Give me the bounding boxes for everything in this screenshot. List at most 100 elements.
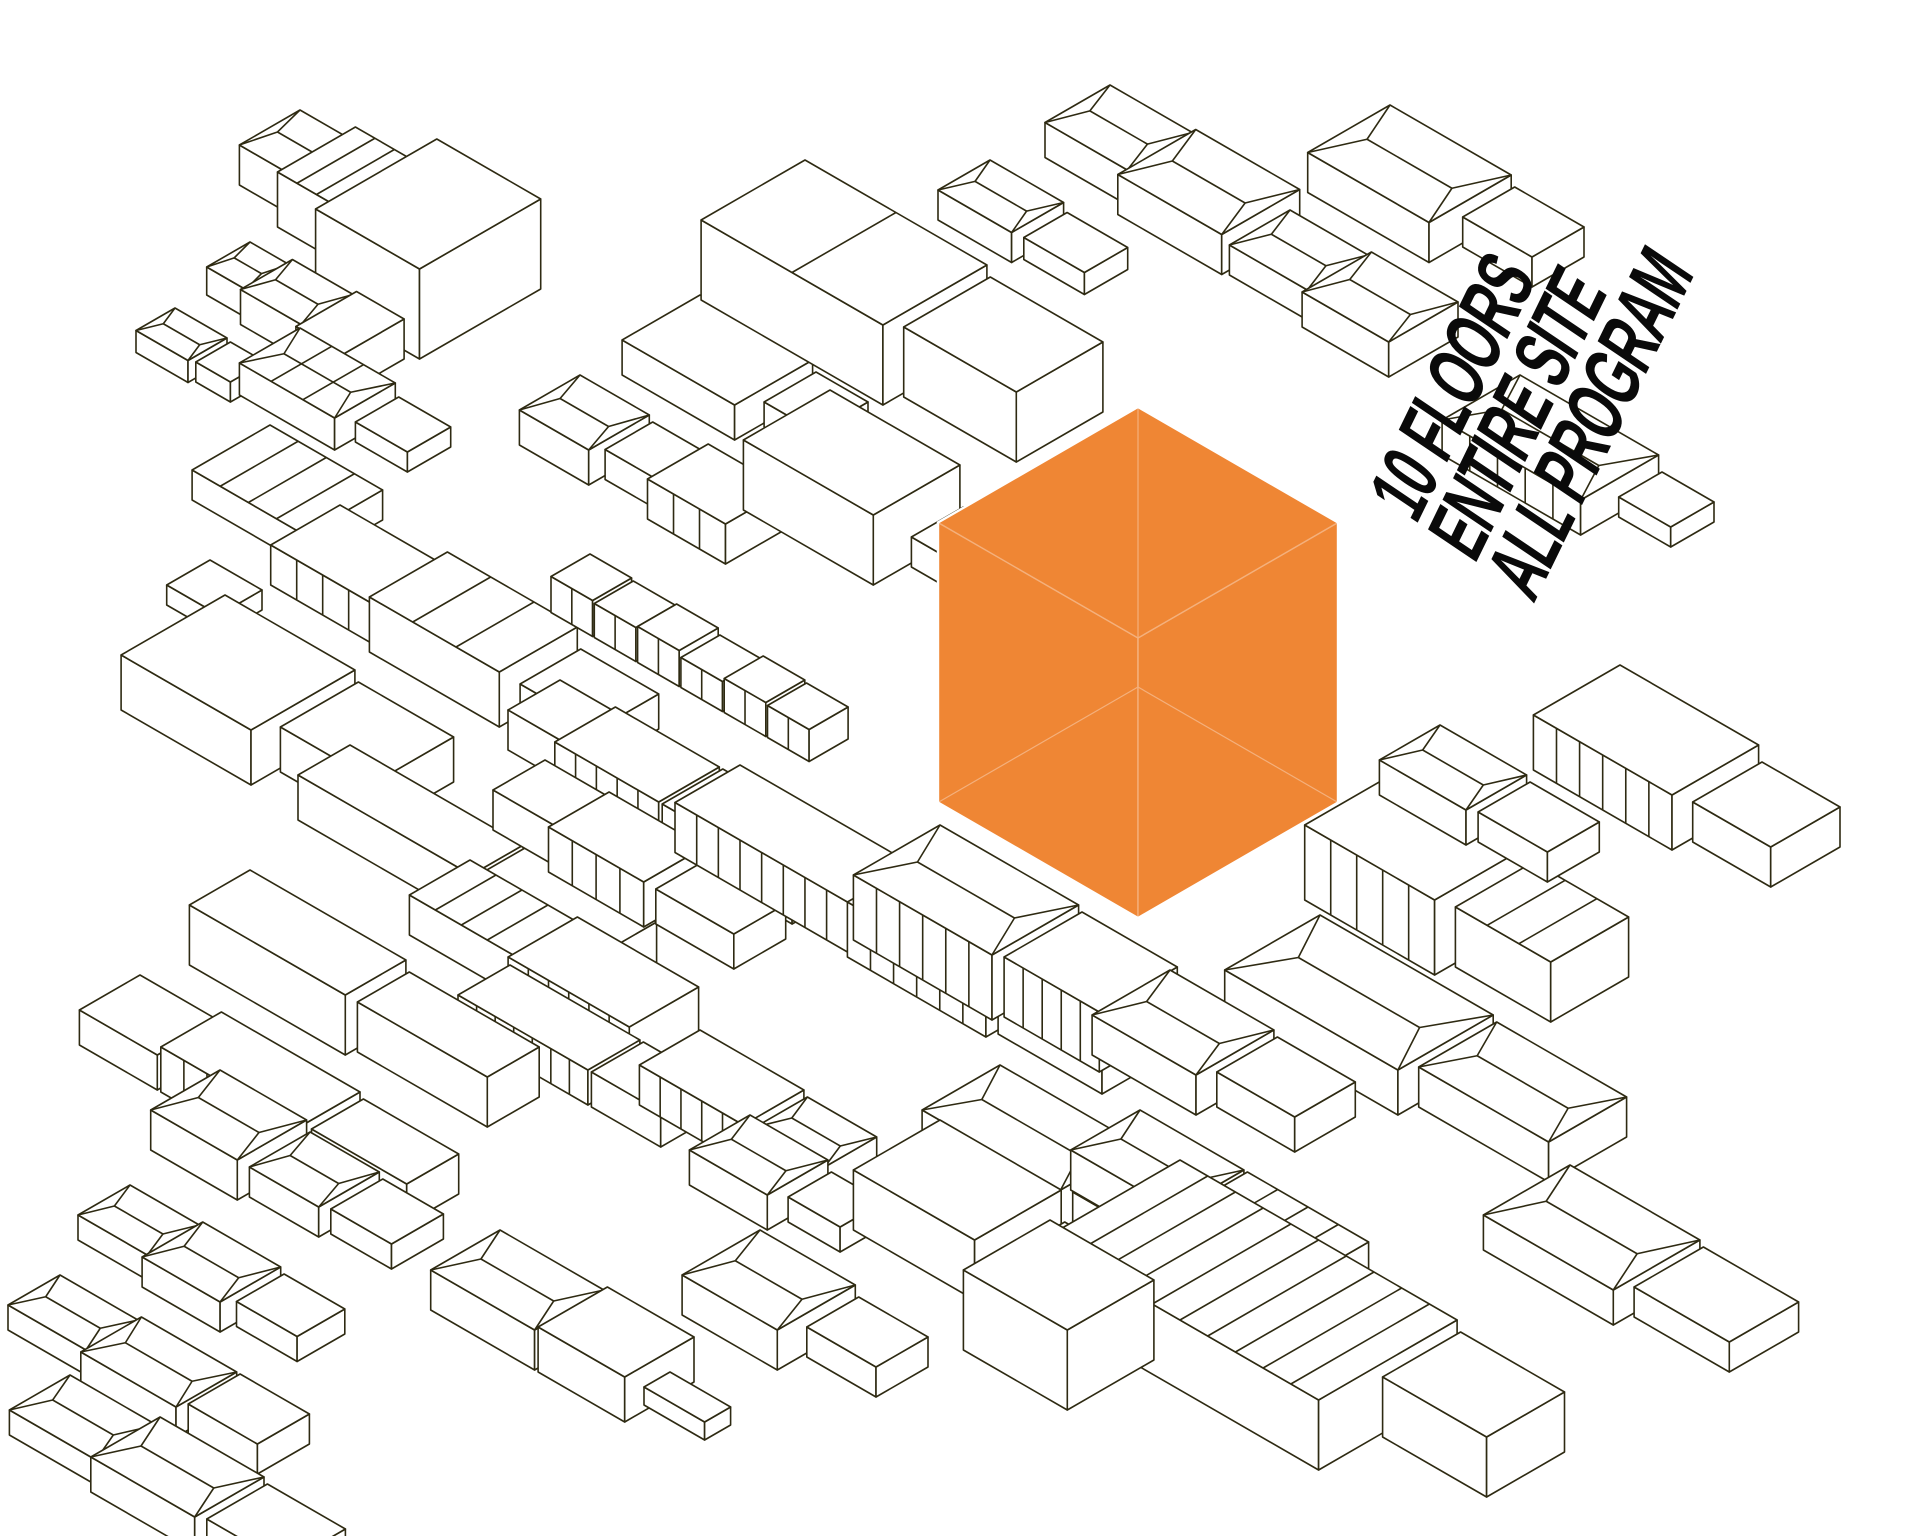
building-roof <box>314 138 542 270</box>
roof-ridge <box>233 257 262 275</box>
roof-seam <box>219 440 299 487</box>
building-roof <box>206 1483 347 1536</box>
context-building <box>766 682 849 763</box>
roof-hip <box>146 1233 164 1256</box>
building-roof <box>1477 781 1601 853</box>
context-building <box>1454 861 1630 1023</box>
roof-hip <box>135 322 164 332</box>
roof-hip <box>1547 1107 1569 1143</box>
roof-ridge <box>1545 1200 1638 1255</box>
roof-hip <box>191 1371 237 1383</box>
roof-hip <box>318 1182 340 1208</box>
roof-hip <box>238 1266 281 1279</box>
roof-hip <box>1195 1043 1221 1076</box>
roof-hip <box>1026 201 1064 212</box>
building-roof <box>187 1373 311 1445</box>
roof-hip <box>588 425 610 451</box>
context-building <box>1441 374 1660 536</box>
building-roof <box>1617 471 1715 528</box>
roof-hip <box>276 109 301 133</box>
building-roof <box>457 964 641 1071</box>
roof-hip <box>1545 1164 1571 1202</box>
roof-seam <box>247 456 327 504</box>
roof-ridge <box>1297 956 1420 1029</box>
roof-hip <box>236 1132 260 1161</box>
roof-seam <box>296 137 376 184</box>
roof-ridge <box>1146 1000 1220 1045</box>
roof-ridge <box>1422 749 1484 786</box>
building-roof <box>852 1119 1062 1241</box>
context-building <box>688 1114 829 1231</box>
roof-ridge <box>1476 1055 1569 1109</box>
roof-hip <box>1451 174 1512 190</box>
roof-hip <box>1501 374 1521 410</box>
roof-hip <box>140 1416 161 1447</box>
roof-hip <box>162 1224 200 1235</box>
roof-hip <box>338 1171 380 1185</box>
roof-hip <box>1229 233 1272 246</box>
roof-hip <box>1244 188 1300 204</box>
context-building <box>1461 186 1585 288</box>
roof-seam <box>412 576 492 623</box>
roof-hip <box>559 374 581 400</box>
roof-hip <box>85 1327 101 1351</box>
roof-hip <box>519 397 561 411</box>
massing-inner-edge <box>937 686 1139 804</box>
building-roof <box>1461 186 1585 258</box>
building-roof <box>537 1286 695 1378</box>
roof-hip <box>1366 104 1391 140</box>
roof-seam <box>316 148 395 196</box>
roof-ridge <box>480 1258 555 1302</box>
building-roof <box>636 603 720 652</box>
roof-hip <box>981 1064 1001 1100</box>
roof-ridge <box>974 180 1027 212</box>
roof-seam <box>791 211 897 274</box>
roof-hip <box>113 1184 131 1207</box>
roof-hip <box>350 382 396 394</box>
roof-hip <box>853 861 918 876</box>
roof-ridge <box>162 323 201 346</box>
context-buildings <box>7 84 1841 1536</box>
roof-hip <box>689 1138 732 1151</box>
roof-hip <box>197 1069 221 1098</box>
roof-ridge <box>114 1205 164 1235</box>
building-roof <box>643 1371 732 1423</box>
roof-hip <box>1089 84 1111 112</box>
context-building <box>235 1273 346 1363</box>
roof-ridge <box>140 1445 215 1489</box>
roof-hip <box>1120 1109 1141 1140</box>
roof-hip <box>1091 1000 1147 1016</box>
roof-seam <box>1262 1287 1403 1369</box>
roof-hip <box>150 1096 199 1111</box>
context-building <box>1381 1331 1566 1498</box>
context-building <box>805 1296 929 1398</box>
roof-hip <box>124 1316 143 1344</box>
roof-hip <box>274 258 294 281</box>
roof-seam <box>460 889 523 926</box>
roof-hip <box>734 1229 761 1262</box>
roof-ridge <box>197 1096 260 1134</box>
roof-hip <box>90 1445 142 1458</box>
context-building <box>1022 211 1129 296</box>
roof-hip <box>1418 1054 1478 1068</box>
roof-hip <box>840 1136 877 1147</box>
roof-hip <box>233 241 251 259</box>
building-roof <box>766 682 849 731</box>
roof-ridge <box>559 397 609 428</box>
roof-hip <box>1476 1021 1498 1057</box>
roof-hip <box>1419 1014 1494 1029</box>
roof-hip <box>1483 1200 1547 1216</box>
roof-ridge <box>277 131 315 154</box>
massing-outline <box>936 405 1340 920</box>
building-roof <box>188 869 407 996</box>
roof-ridge <box>734 1260 803 1300</box>
roof-hip <box>194 1487 215 1518</box>
roof-ridge <box>1501 408 1600 467</box>
building-roof <box>1022 211 1129 274</box>
roof-hip <box>45 1274 61 1298</box>
building-roof <box>723 655 806 704</box>
roof-hip <box>937 180 976 191</box>
roof-hip <box>1044 110 1091 124</box>
roof-hip <box>258 1119 307 1134</box>
